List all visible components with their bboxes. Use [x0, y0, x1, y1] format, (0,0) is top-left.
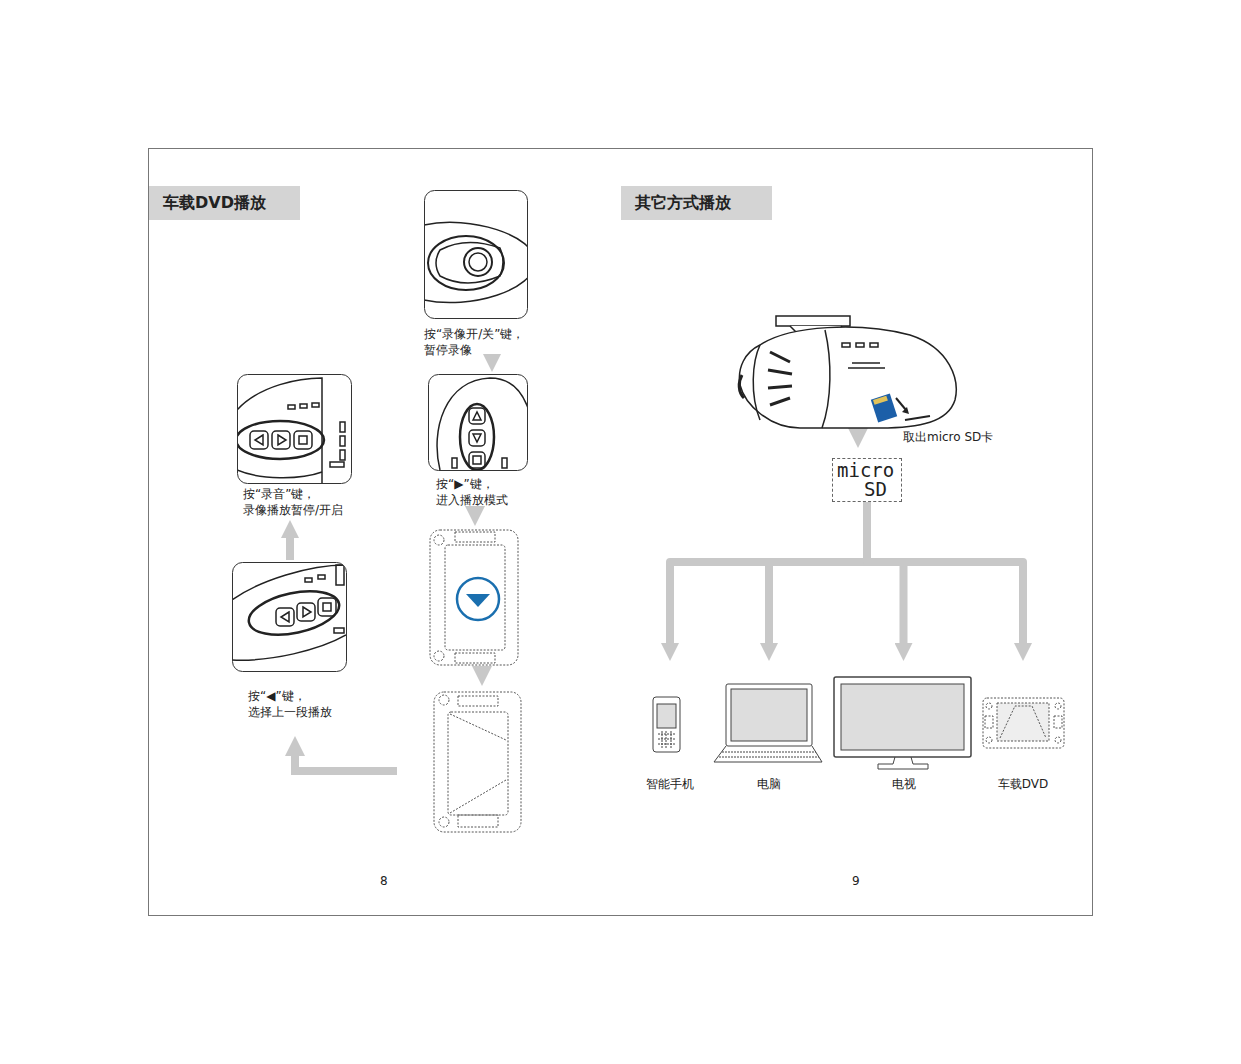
flow-arrow	[670, 502, 867, 652]
step-caption: 按“◀”键，选择上一段播放	[248, 688, 368, 720]
dvd-screen-figure	[434, 692, 521, 832]
figure-frame	[233, 563, 347, 672]
figure-frame	[429, 375, 528, 471]
flow-arrow	[295, 418, 858, 771]
micro-sd-card	[871, 393, 897, 422]
page-number: 9	[852, 873, 860, 889]
step-caption: 按“录像开/关”键，暂停录像	[424, 326, 552, 358]
step-caption: 按“▶”键，进入播放模式	[436, 476, 546, 508]
record-button-figure	[424, 222, 527, 302]
flow-arrow	[769, 502, 867, 652]
step-caption-box: 按“录像开/关”键，暂停录像	[424, 190, 552, 358]
callout-text: 取出micro SD卡	[903, 429, 993, 445]
play-mode-icon	[457, 578, 499, 620]
section-heading: 车载DVD播放	[149, 186, 300, 220]
device-box: 电脑	[709, 665, 829, 792]
camera-figure	[739, 316, 956, 428]
play-mode-icon	[466, 594, 490, 607]
heading-text: 车载DVD播放	[163, 192, 286, 214]
section-heading: 其它方式播放	[621, 186, 772, 220]
play-button-figure	[437, 378, 527, 470]
device-label: 电视	[831, 776, 976, 792]
device-label: 车载DVD	[978, 776, 1068, 792]
icon-text: micro	[837, 461, 897, 480]
step-caption-box: 按“录音”键，录像播放暂停/开启	[243, 374, 373, 518]
device-box: 电视	[831, 665, 976, 792]
device-label: 电脑	[709, 776, 829, 792]
insert-arrow	[902, 407, 909, 414]
step-caption: 按“录音”键，录像播放暂停/开启	[243, 486, 373, 518]
phone-figure	[653, 697, 680, 752]
tv-figure	[834, 677, 971, 769]
page-number: 8	[380, 873, 388, 889]
flow-arrow	[488, 360, 496, 363]
car-dvd-figure	[983, 698, 1064, 748]
flow-arrow	[867, 502, 904, 652]
page-border	[149, 149, 1093, 916]
dvd-screen-figure	[430, 530, 518, 665]
flow-arrow	[286, 529, 294, 560]
heading-text: 其它方式播放	[635, 192, 758, 214]
figure-frame	[425, 191, 528, 319]
device-label: 智能手机	[630, 776, 710, 792]
insert-arrow	[896, 398, 906, 410]
laptop-figure	[714, 684, 822, 762]
step-caption-box: 按“◀”键，选择上一段播放	[248, 562, 368, 720]
previous-button-figure	[232, 565, 346, 660]
device-box: 车载DVD	[978, 665, 1068, 792]
micro-sd-card	[873, 396, 888, 405]
micro-sd-icon: microSD	[832, 458, 902, 502]
device-box: 智能手机	[630, 665, 710, 792]
figure-frame	[238, 375, 352, 484]
flow-arrow	[867, 502, 1023, 652]
step-caption-box: 按“▶”键，进入播放模式	[436, 374, 546, 508]
voice-button-figure	[237, 378, 345, 483]
icon-text: SD	[837, 480, 897, 499]
